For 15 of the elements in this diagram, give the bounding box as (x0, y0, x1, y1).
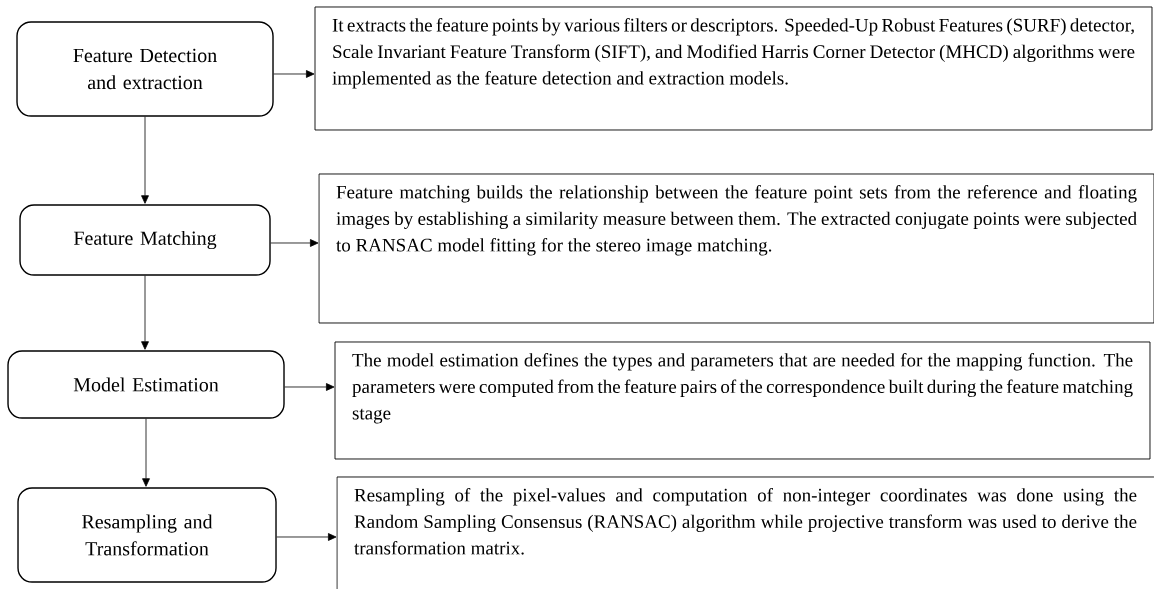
arrow (273, 70, 315, 78)
description-box: Feature matching builds the relationship between the feature point sets from the reference and floating images by establishing a similarity measure between them. The extracted conjugate points were subjected to RANSAC model fitting for the stereo image matching. (318, 173, 1154, 324)
arrow (284, 383, 335, 391)
description-box: The model estimation defines the types and parameters that are needed for the mapping function. The parameters were computed from the feature pairs of the correspondence built during the feature matching stage (334, 341, 1151, 460)
step-box: Feature Detection and extraction (16, 21, 274, 117)
arrow (141, 116, 149, 204)
arrow (276, 533, 337, 541)
description-box: Resampling of the pixel-values and computation of non-integer coordinates was done using the Random Sampling Consensus (RANSAC) algorithm while projective transform was used to derive the transformation matrix. (336, 476, 1154, 589)
step-box: Model Estimation (7, 350, 285, 419)
step-box: Feature Matching (19, 204, 271, 276)
description-box: It extracts the feature points by various filters or descriptors. Speeded-Up Robust Features (SURF) detector, Scale Invariant Feature Transform (SIFT), and Modified Harris Corner Detector (MHCD) algorithms were implemented as the feature detection and extraction models. (314, 6, 1153, 131)
step-box: Resampling and Transformation (17, 487, 277, 583)
arrow (270, 239, 319, 247)
arrow (141, 275, 149, 350)
arrow (142, 418, 150, 487)
